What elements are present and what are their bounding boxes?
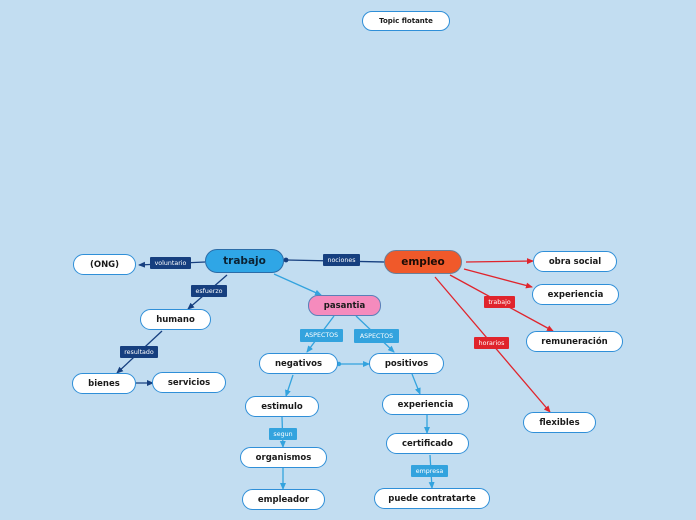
puede-contratarte-node[interactable]: puede contratarte — [374, 488, 490, 509]
flexibles-node[interactable]: flexibles — [523, 412, 596, 433]
ong-node[interactable]: (ONG) — [73, 254, 136, 275]
edge-negativos-estimulo — [285, 374, 294, 397]
servicios-node[interactable]: servicios — [152, 372, 226, 393]
remuneracion-node[interactable]: remuneración — [526, 331, 623, 352]
label-trabajo: trabajo — [484, 296, 515, 308]
experiencia-positivos-node[interactable]: experiencia — [382, 394, 469, 415]
edge-trabajo-pasantia — [273, 273, 322, 296]
certificado-node[interactable]: certificado — [386, 433, 469, 454]
label-resultado: resultado — [120, 346, 158, 358]
edge-positivos-experiencia — [411, 373, 421, 395]
estimulo-node[interactable]: estimulo — [245, 396, 319, 417]
topic-flotante-node[interactable]: Topic flotante — [362, 11, 450, 31]
edge-empleo-experiencia — [463, 268, 533, 289]
label-voluntario: voluntario — [150, 257, 191, 269]
bienes-node[interactable]: bienes — [72, 373, 136, 394]
trabajo-node[interactable]: trabajo — [205, 249, 284, 273]
obra-social-node[interactable]: obra social — [533, 251, 617, 272]
edge-empleo-obra-social — [465, 258, 534, 265]
experiencia-empleo-node[interactable]: experiencia — [532, 284, 619, 305]
organismos-node[interactable]: organismos — [240, 447, 327, 468]
label-horarios: horarios — [474, 337, 509, 349]
label-nociones: nociones — [323, 254, 360, 266]
empleador-node[interactable]: empleador — [242, 489, 325, 510]
pasantia-node[interactable]: pasantia — [308, 295, 381, 316]
negativos-node[interactable]: negativos — [259, 353, 338, 374]
label-aspectos-positivos: ASPECTOS — [354, 329, 399, 343]
empleo-node[interactable]: empleo — [384, 250, 462, 274]
humano-node[interactable]: humano — [140, 309, 211, 330]
label-esfuerzo: esfuerzo — [191, 285, 227, 297]
edge-endpoint-dot — [283, 257, 289, 263]
label-empresa: empresa — [411, 465, 448, 477]
label-segun: segun — [269, 428, 297, 440]
label-aspectos-negativos: ASPECTOS — [300, 329, 343, 342]
positivos-node[interactable]: positivos — [369, 353, 444, 374]
